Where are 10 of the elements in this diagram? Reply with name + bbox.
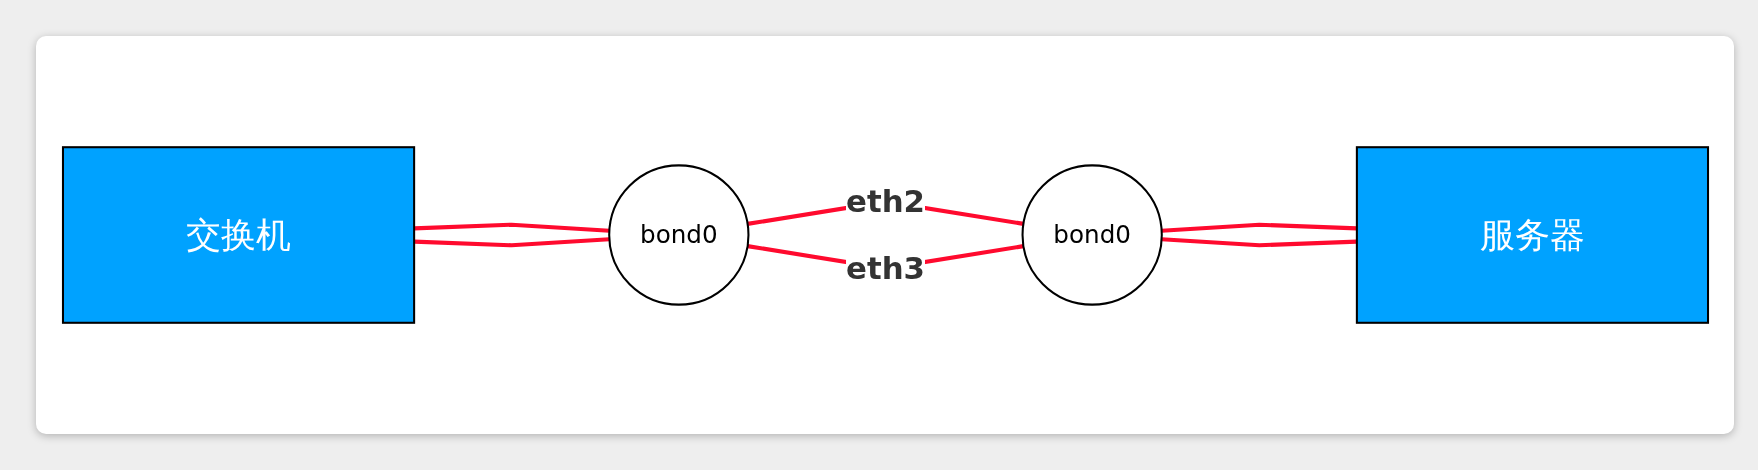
node-circle: bond0 — [1021, 164, 1163, 306]
edge-label: eth2 — [845, 183, 925, 220]
node-circle: bond0 — [607, 164, 749, 306]
node-box: 交换机 — [61, 146, 415, 324]
edge-label: eth3 — [845, 250, 925, 287]
connector — [1161, 237, 1357, 248]
connector — [1161, 222, 1357, 233]
connector — [413, 222, 609, 233]
node-box: 服务器 — [1355, 146, 1709, 324]
connector — [413, 237, 609, 248]
